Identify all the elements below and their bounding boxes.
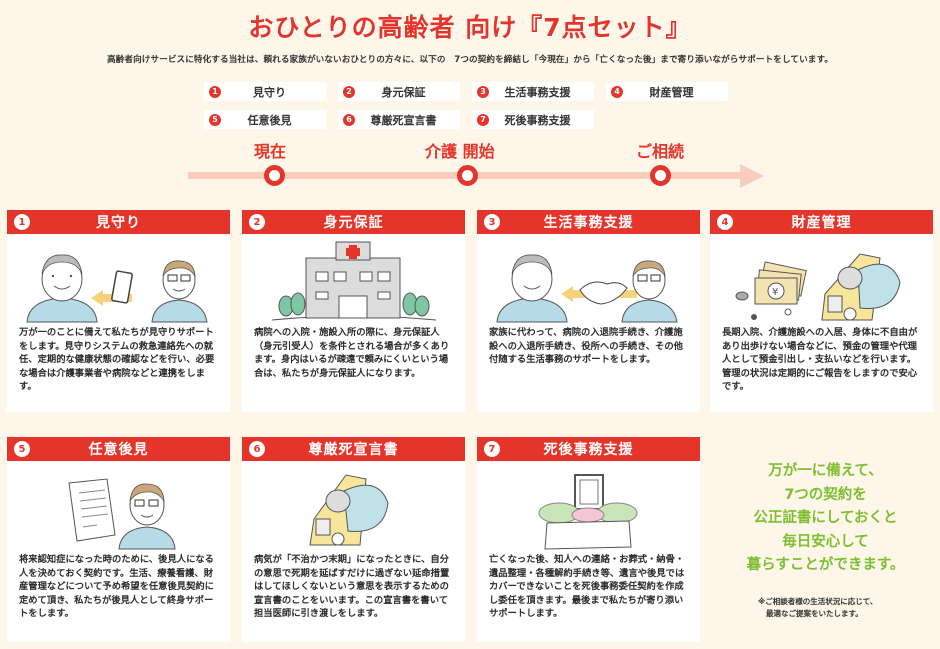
card-description: 長期入院、介護施設への入居、身体に不自由があり出歩けない場合などに、預金の管理や… <box>722 327 918 393</box>
card-number-badge: 5 <box>14 441 30 457</box>
card-header: 6 尊厳死宣言書 <box>242 437 465 461</box>
timeline-dot-now <box>264 165 285 186</box>
chip-label: 生活事務支援 <box>504 85 571 99</box>
timeline-arrow-icon <box>740 164 764 188</box>
chip-mimoto-hosho: 2 身元保証 <box>338 82 460 101</box>
chip-songenshi: 6 尊厳死宣言書 <box>338 110 460 129</box>
chip-number-badge: 1 <box>209 85 221 98</box>
card-header: 7 死後事務支援 <box>477 437 700 461</box>
timeline: 現在 介護 開始 ご相続 <box>0 135 940 195</box>
card-number-badge: 4 <box>717 214 733 230</box>
closing-line: 公正証書にしておくと <box>753 510 898 526</box>
chip-zaisan-kanri: 4 財産管理 <box>606 82 728 101</box>
service-card-mimoto-hosho: 2 身元保証 病院への入院・施設入所の際に、身元保証人（身元引受人）を条件とされ… <box>242 210 465 412</box>
card-description: 将来認知症になった時のために、後見人になる人を決めておく契約です。生活、療養看護… <box>19 554 214 620</box>
chip-label: 見守り <box>253 85 286 99</box>
hospital-illustration-icon <box>242 234 465 326</box>
card-title: 生活事務支援 <box>543 215 634 231</box>
card-number-badge: 6 <box>249 441 265 457</box>
chip-shigo-jimu: 7 死後事務支援 <box>472 110 594 129</box>
chip-label: 任意後見 <box>247 113 292 127</box>
chip-number-badge: 6 <box>343 113 355 126</box>
card-header: 5 任意後見 <box>7 437 230 461</box>
footnote-line: 最適なご提案をいたします。 <box>766 609 863 618</box>
timeline-label-inheritance: ご相続 <box>636 142 685 161</box>
chip-number-badge: 4 <box>611 85 623 98</box>
chip-number-badge: 3 <box>477 85 489 98</box>
card-header: 4 財産管理 <box>710 210 933 234</box>
chip-mimamori: 1 見守り <box>204 82 326 101</box>
card-number-badge: 2 <box>249 214 265 230</box>
service-card-songenshi: 6 尊厳死宣言書 病気が「不治かつ末期」になったときに、自分の意思で死期を延ばす… <box>242 437 465 642</box>
money-and-bed-illustration-icon: ¥ <box>710 234 933 326</box>
card-title: 任意後見 <box>88 442 149 458</box>
card-description: 万が一のことに備えて私たちが見守りサポートをします。見守りシステムの救急連絡先へ… <box>19 327 215 393</box>
chip-number-badge: 5 <box>209 113 221 126</box>
service-card-nini-koken: 5 任意後見 将来認知症になった時のために、後見人になる人を決めておく契約です。… <box>7 437 230 642</box>
card-title: 財産管理 <box>791 215 852 231</box>
timeline-dot-inheritance <box>650 165 671 186</box>
card-title: 見守り <box>96 215 141 231</box>
chip-label: 身元保証 <box>381 85 426 99</box>
service-card-shigo-jimu: 7 死後事務支援 亡くなった後、知人への連絡・お葬式・納骨・遺品整理・各種解約手… <box>477 437 700 642</box>
funeral-altar-illustration-icon <box>477 461 700 553</box>
card-header: 1 見守り <box>7 210 230 234</box>
service-card-mimamori: 1 見守り 万が一のことに備えて私たちが見守りサポートをします。見守りシステムの… <box>7 210 230 412</box>
closing-message: 万が一に備えて、 7つの契約を 公正証書にしておくと 毎日安心して 暮らすことが… <box>718 460 933 578</box>
chip-number-badge: 2 <box>343 85 355 98</box>
closing-line: 7つの契約を <box>784 486 867 503</box>
card-number-badge: 3 <box>484 214 500 230</box>
card-description: 亡くなった後、知人への連絡・お葬式・納骨・遺品整理・各種解約手続き等、遺言や後見… <box>489 554 685 620</box>
chip-number-badge: 7 <box>477 113 489 126</box>
bedridden-person-illustration-icon <box>242 461 465 553</box>
handshake-illustration-icon <box>477 234 700 326</box>
timeline-dot-care-start <box>457 165 478 186</box>
page-title: おひとりの高齢者 向け『7点セット』 <box>248 13 692 42</box>
chip-seikatsu-jimu: 3 生活事務支援 <box>472 82 594 101</box>
card-title: 身元保証 <box>323 215 384 231</box>
timeline-label-care-start: 介護 開始 <box>425 142 495 161</box>
footnote-line: ※ご相談者様の生活状況に応じて、 <box>758 597 878 606</box>
card-description: 病院への入院・施設入所の際に、身元保証人（身元引受人）を条件とされる場合が多くあ… <box>254 327 450 379</box>
footnote: ※ご相談者様の生活状況に応じて、 最適なご提案をいたします。 <box>758 596 938 620</box>
card-description: 病気が「不治かつ末期」になったときに、自分の意思で死期を延ばすだけに過ぎない延命… <box>254 554 450 620</box>
closing-line: 毎日安心して <box>782 533 869 550</box>
card-header: 3 生活事務支援 <box>477 210 700 234</box>
timeline-label-now: 現在 <box>254 142 287 161</box>
chip-label: 財産管理 <box>649 85 694 99</box>
service-card-seikatsu-jimu: 3 生活事務支援 家族に代わって、病院の入退院手続き、介護施設への入退所手続き、… <box>477 210 700 412</box>
chip-label: 尊厳死宣言書 <box>370 113 437 127</box>
card-number-badge: 7 <box>484 441 500 457</box>
service-card-zaisan-kanri: 4 財産管理 ¥ 長期入院、介護施設への入居、身体に不自由があり出歩けない場合な… <box>710 210 933 412</box>
card-title: 尊厳死宣言書 <box>308 442 399 458</box>
card-header: 2 身元保証 <box>242 210 465 234</box>
card-title: 死後事務支援 <box>543 442 634 458</box>
card-description: 家族に代わって、病院の入退院手続き、介護施設への入退所手続き、役所への手続き、そ… <box>489 327 683 366</box>
elderly-man-phone-illustration-icon <box>7 234 230 326</box>
svg-text:¥: ¥ <box>772 287 778 298</box>
chip-label: 死後事務支援 <box>504 113 571 127</box>
document-and-staff-illustration-icon <box>7 461 230 553</box>
page-subtitle: 高齢者向けサービスに特化する当社は、頼れる家族がいないおひとりの方々に、以下の … <box>106 55 834 65</box>
closing-line: 万が一に備えて、 <box>768 463 883 479</box>
chip-nini-koken: 5 任意後見 <box>204 110 326 129</box>
card-number-badge: 1 <box>14 214 30 230</box>
closing-line: 暮らすことができます。 <box>746 557 905 573</box>
